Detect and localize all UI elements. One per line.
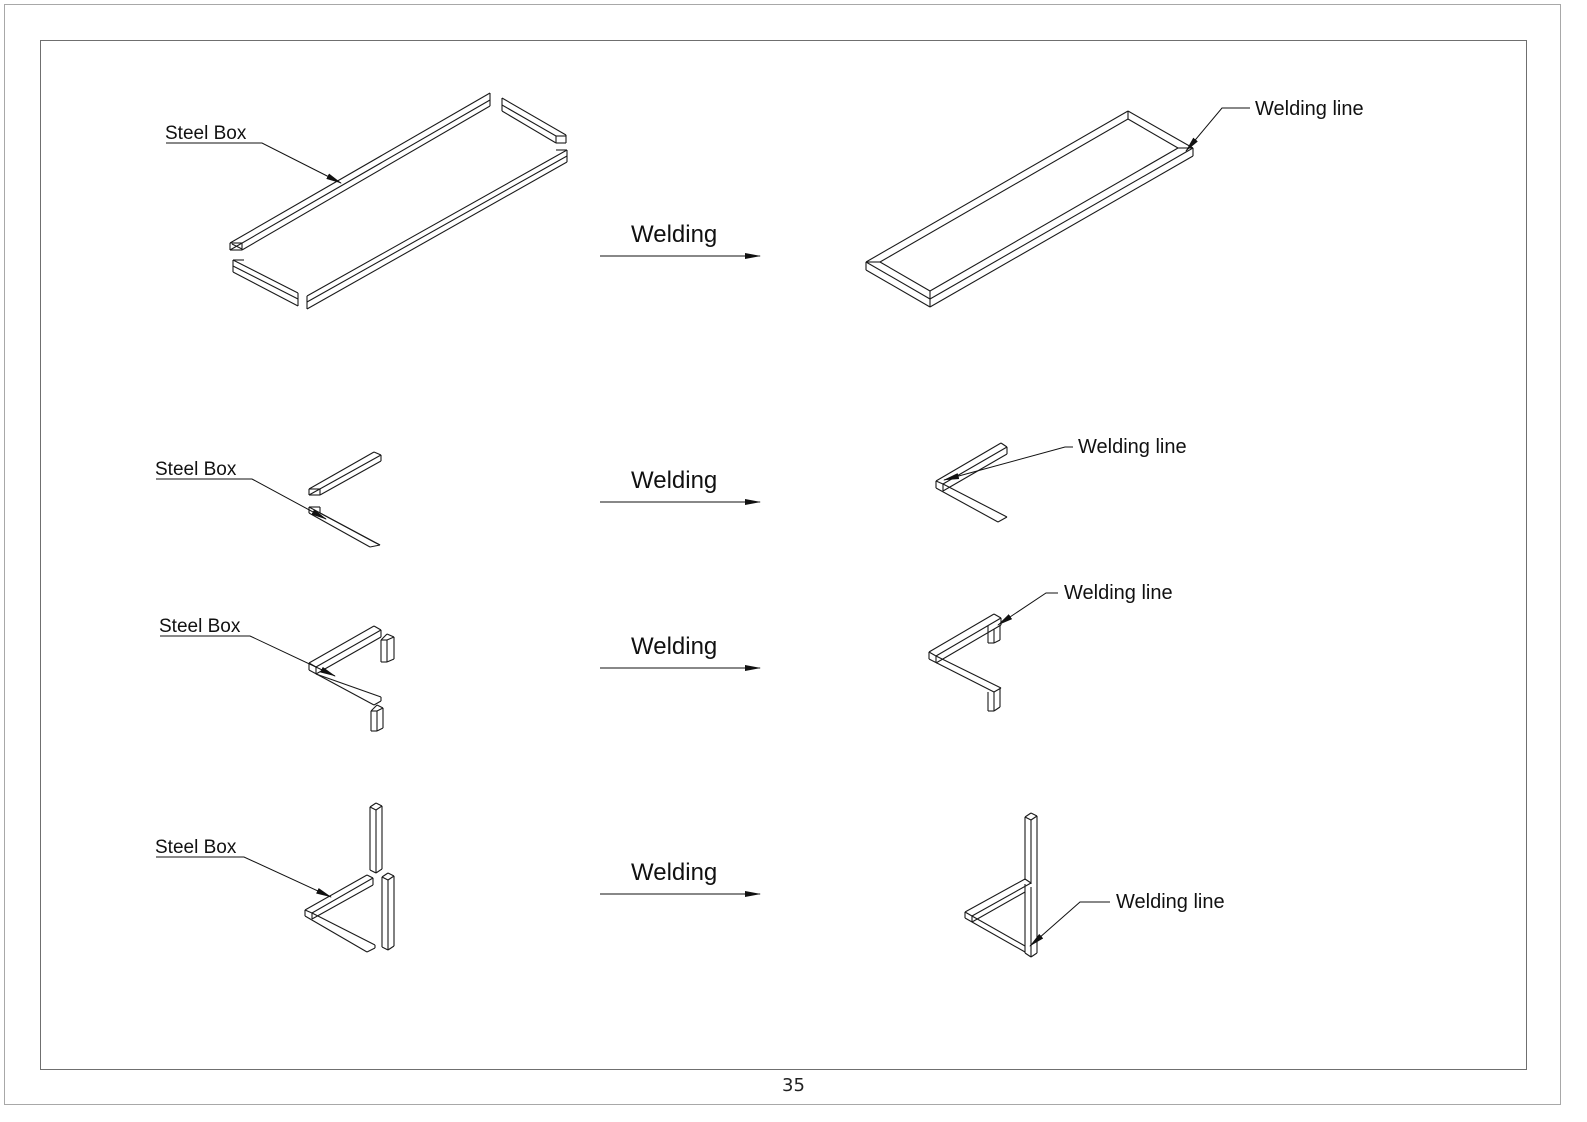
drawing-frame — [40, 40, 1527, 1070]
steel-box-label: Steel Box — [165, 123, 247, 144]
welding-line-leader — [997, 592, 1058, 626]
steel-box-label: Steel Box — [155, 837, 237, 858]
welding-label: Welding — [631, 467, 717, 494]
welding-line-leader — [1029, 901, 1110, 947]
welding-line-label: Welding line — [1116, 891, 1225, 913]
page-border — [4, 4, 1561, 1105]
welding-line-label: Welding line — [1078, 436, 1187, 458]
row-2-welded-corner — [935, 442, 1008, 523]
row-3-welded-corner — [928, 613, 1002, 712]
row-2-steel-box-parts — [308, 451, 382, 548]
row-4: Steel Box Welding — [155, 802, 1225, 958]
row-2: Steel Box Welding Welding line — [155, 436, 1187, 548]
row-4-steel-box-parts — [304, 802, 395, 953]
steel-box-label: Steel Box — [159, 616, 241, 637]
steel-box-leader — [160, 635, 336, 677]
welding-label: Welding — [631, 221, 717, 248]
welding-line-leader — [943, 446, 1073, 481]
steel-box-leader — [156, 478, 327, 520]
row-1-welded-frame — [865, 110, 1194, 308]
welding-line-label: Welding line — [1255, 98, 1364, 120]
welding-line-label: Welding line — [1064, 582, 1173, 604]
steel-box-label: Steel Box — [155, 459, 237, 480]
steel-box-leader — [156, 856, 332, 898]
page-number: 35 — [782, 1075, 805, 1096]
welding-label: Welding — [631, 633, 717, 660]
row-1-steel-box-parts — [229, 92, 568, 310]
row-3: Steel Box Welding — [159, 582, 1173, 732]
row-3-steel-box-parts — [308, 625, 395, 732]
steel-box-leader — [166, 142, 342, 184]
row-4-welded-corner — [964, 812, 1038, 958]
welding-label: Welding — [631, 859, 717, 886]
welding-line-leader — [1185, 107, 1250, 152]
row-1: Steel Box Welding Welding line — [165, 92, 1364, 310]
